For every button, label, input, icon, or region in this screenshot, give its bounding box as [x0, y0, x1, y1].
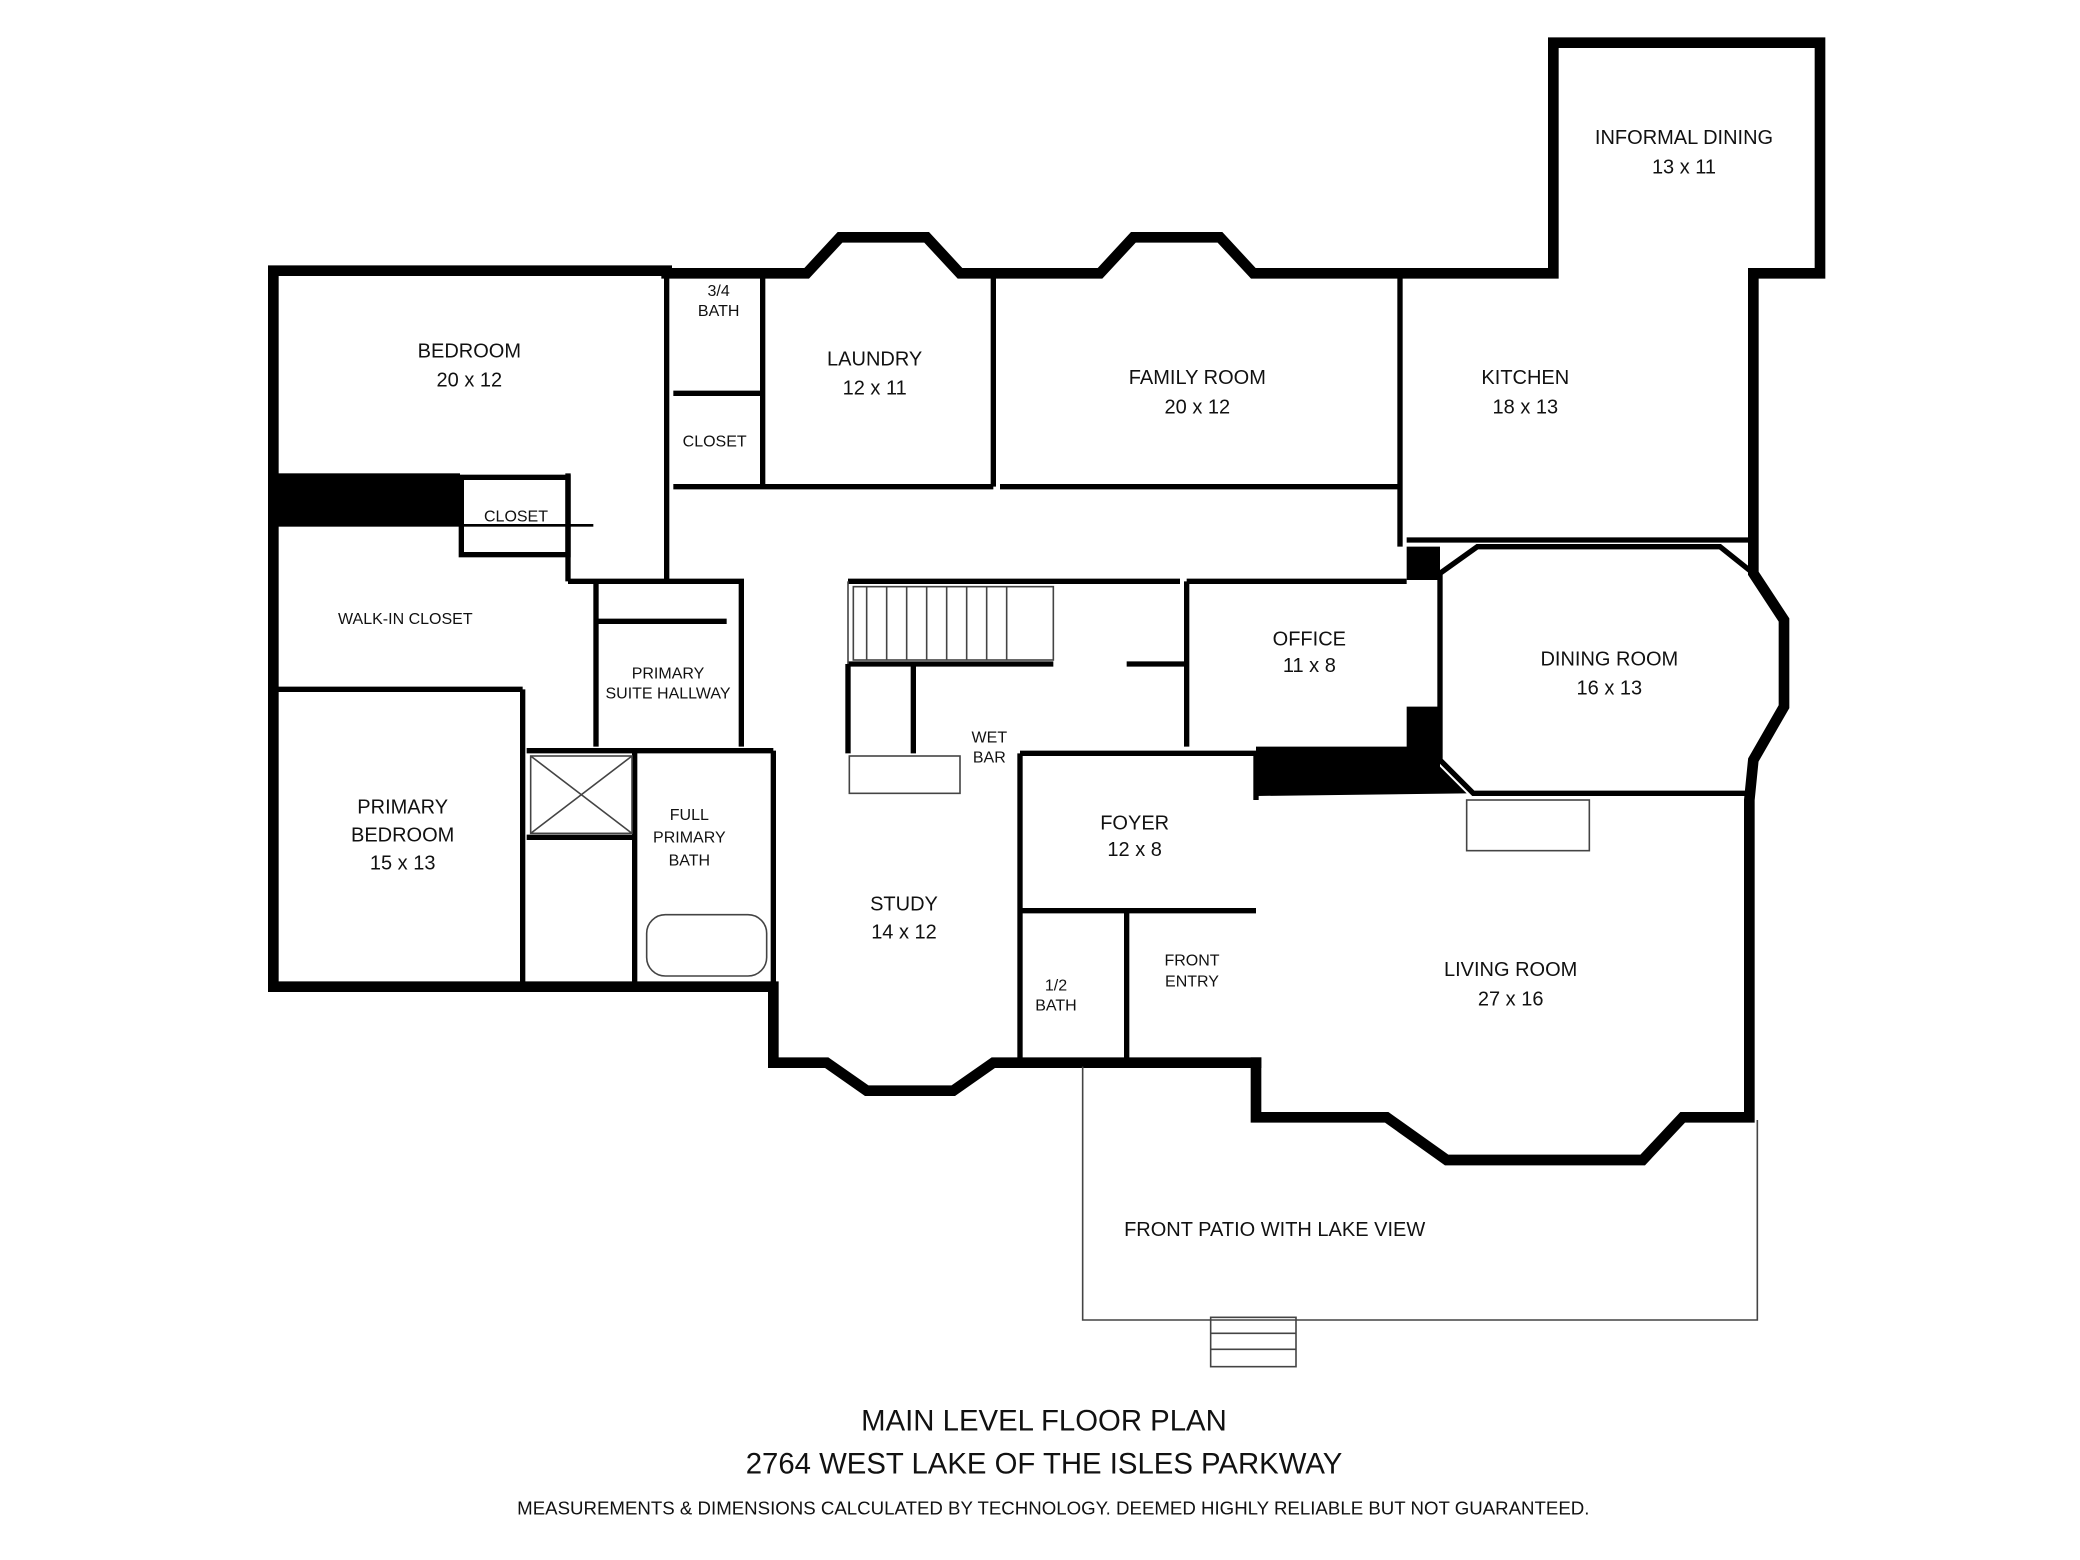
disclaimer: MEASUREMENTS & DIMENSIONS CALCULATED BY … [517, 1498, 1589, 1519]
plan-address: 2764 WEST LAKE OF THE ISLES PARKWAY [746, 1447, 1343, 1480]
room-closet-bedroom: CLOSET [484, 508, 548, 525]
room-front-patio: FRONT PATIO WITH LAKE VIEW [1124, 1219, 1425, 1241]
footer: MAIN LEVEL FLOOR PLAN 2764 WEST LAKE OF … [517, 1405, 1589, 1519]
room-closet-laundry: CLOSET [683, 434, 747, 451]
room-walk-in-closet: WALK-IN CLOSET [338, 611, 473, 628]
staircase [852, 585, 1055, 661]
interior-walls [273, 273, 1755, 1063]
exterior-walls [268, 37, 1826, 1166]
front-patio [1081, 1066, 1759, 1368]
plan-title: MAIN LEVEL FLOOR PLAN [861, 1405, 1227, 1438]
